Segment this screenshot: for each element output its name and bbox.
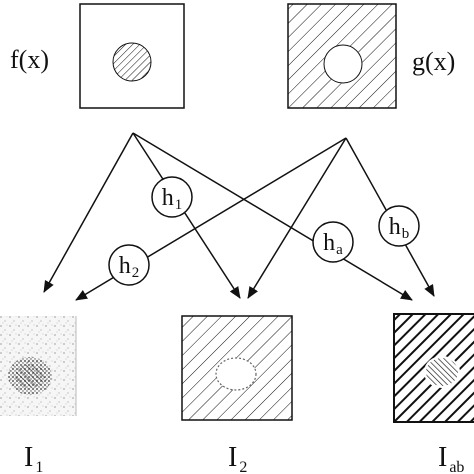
i2-blob <box>215 357 257 391</box>
operator-h2: h2 <box>108 244 150 286</box>
output-i1-panel <box>0 316 77 416</box>
arrow-f-to-i2 <box>132 132 241 299</box>
label-g: g(x) <box>412 47 455 76</box>
operator-hb: hb <box>378 205 420 247</box>
f-disk <box>112 42 152 82</box>
svg-text:ha: ha <box>323 230 343 258</box>
arrow-f-to-i1 <box>43 132 134 293</box>
svg-text:h2: h2 <box>119 253 140 281</box>
svg-text:h1: h1 <box>162 185 183 213</box>
arrows <box>43 132 435 301</box>
svg-text:hb: hb <box>389 214 410 242</box>
input-g-panel <box>287 3 397 109</box>
arrow-g-to-i2 <box>247 137 347 299</box>
operator-h1: h1 <box>151 176 193 218</box>
arrow-f-to-iab <box>132 132 413 301</box>
input-f-panel <box>79 3 185 109</box>
g-hole <box>323 44 363 84</box>
operator-ha: ha <box>312 221 354 263</box>
label-f: f(x) <box>10 45 49 74</box>
output-i2-panel <box>181 315 293 421</box>
output-iab-panel <box>393 313 474 423</box>
